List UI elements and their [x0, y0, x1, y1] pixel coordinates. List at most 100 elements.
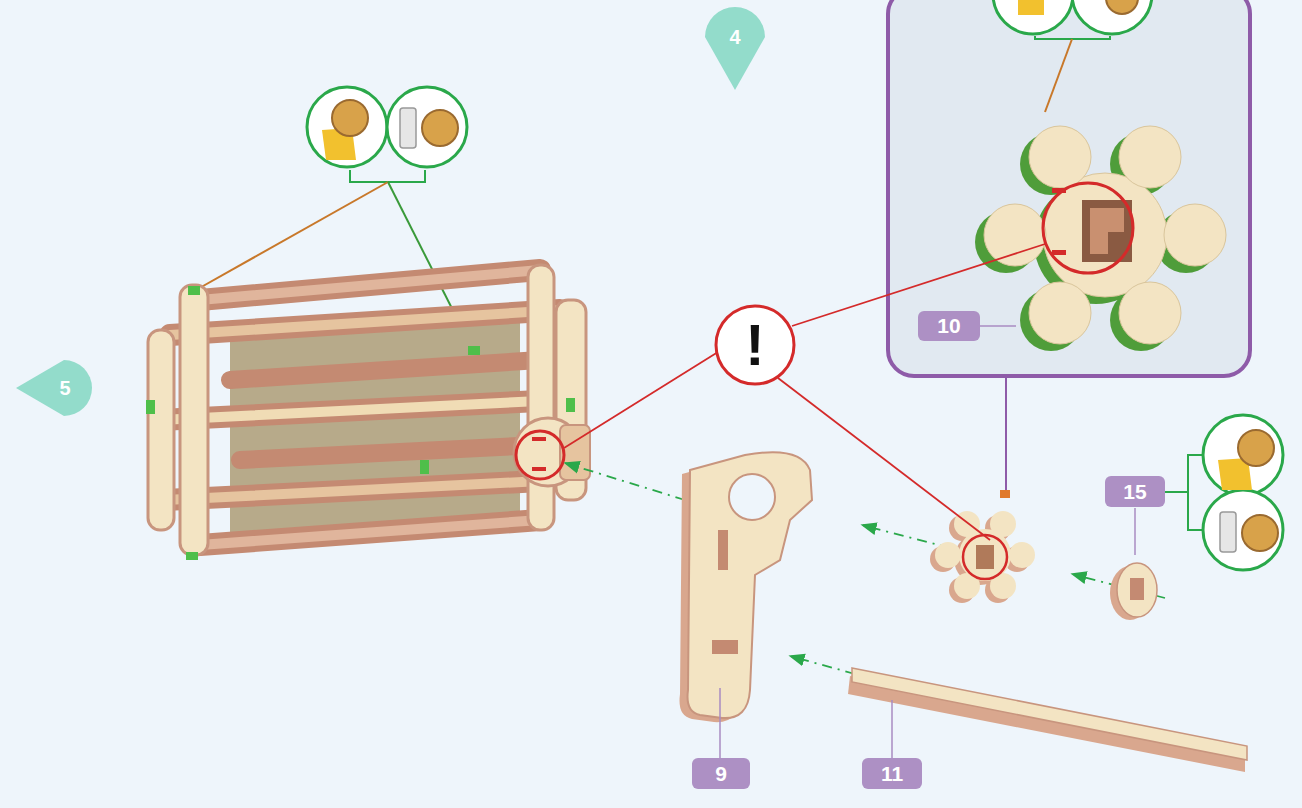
assembly-guide-arrow	[862, 525, 950, 548]
warning-symbol: !	[713, 303, 797, 387]
drum-assembly	[165, 480, 560, 500]
star-gear-detail	[984, 204, 1046, 266]
star-gear-detail	[1043, 183, 1133, 273]
drum-assembly	[170, 310, 560, 335]
hub-disk-part	[1130, 578, 1144, 600]
star-gear-part	[963, 535, 1007, 579]
star-gear-detail	[975, 126, 1226, 351]
glue-icon	[1220, 512, 1236, 552]
step-arrow-outline	[16, 360, 92, 416]
star-gear-detail	[1119, 126, 1181, 188]
star-gear-detail	[1029, 126, 1091, 188]
star-gear-part	[976, 545, 994, 569]
star-gear-detail	[1052, 188, 1066, 193]
star-gear-detail	[1164, 204, 1226, 266]
glue-icon	[1106, 0, 1138, 14]
part-number-text: 15	[1105, 476, 1165, 507]
side-plate-part	[719, 688, 721, 758]
drum-assembly	[200, 270, 540, 300]
side-plate-part	[718, 530, 728, 570]
glue-icon	[1045, 39, 1072, 112]
glue-icon	[307, 87, 387, 167]
warning-symbol-text: !	[713, 303, 797, 387]
star-gear-part	[935, 511, 1035, 599]
drum-assembly	[230, 360, 540, 380]
glue-icon	[993, 0, 1073, 34]
part-number-text: 10	[918, 311, 980, 341]
drum-assembly	[188, 286, 200, 295]
drum-assembly	[516, 431, 564, 479]
drum-assembly	[528, 265, 554, 530]
hub-disk-part	[1117, 563, 1157, 617]
star-gear-part	[1000, 490, 1010, 498]
part-number-text: 9	[692, 758, 750, 789]
side-plate-part	[688, 452, 813, 718]
star-gear-detail	[1043, 173, 1167, 297]
glue-icon	[1242, 515, 1278, 551]
drum-assembly	[532, 437, 546, 441]
assembly-guide-arrow	[565, 463, 685, 500]
glue-icon	[350, 170, 425, 182]
star-gear-part	[930, 376, 1035, 603]
drum-assembly	[146, 265, 590, 560]
drum-assembly	[532, 467, 546, 471]
step-arrow-outline	[12, 350, 96, 426]
handle-stick-part	[891, 700, 893, 758]
drum-assembly	[420, 460, 429, 474]
part-number: 11	[862, 758, 922, 789]
warning-leader	[564, 244, 1045, 540]
star-gear-part	[990, 511, 1016, 537]
star-gear-detail	[1052, 250, 1066, 255]
drum-assembly	[200, 270, 540, 300]
handle-stick-part	[852, 668, 1247, 760]
drum-assembly	[566, 398, 575, 412]
side-plate-part	[680, 452, 813, 758]
step-arrow: 4	[699, 4, 773, 94]
step-arrow: 5	[12, 350, 96, 426]
glue-icon	[993, 0, 1152, 112]
star-gear-part	[935, 542, 961, 568]
drum-assembly	[148, 330, 174, 530]
warning-leader	[564, 352, 718, 448]
leader-line	[980, 325, 1016, 327]
drum-assembly	[160, 400, 560, 420]
glue-icon	[1165, 491, 1188, 493]
hub-disk-part	[1110, 508, 1157, 620]
drum-assembly	[186, 552, 198, 560]
glue-icon	[422, 110, 458, 146]
hub-disk-part	[1134, 508, 1136, 555]
part-number: 10	[918, 311, 980, 341]
drum-assembly	[170, 310, 560, 335]
side-plate-part	[712, 640, 738, 654]
step-arrow-text: 4	[715, 22, 755, 52]
drum-assembly	[160, 270, 560, 545]
glue-icon	[1203, 415, 1283, 495]
glue-icon	[1203, 490, 1283, 570]
detail-panel	[888, 0, 1250, 376]
part-number: 9	[692, 758, 750, 789]
glue-icon	[1018, 0, 1044, 15]
star-gear-detail	[984, 126, 1226, 344]
star-gear-detail	[1090, 208, 1124, 254]
handle-stick-part	[848, 668, 1247, 772]
assembly-guide-arrow	[790, 656, 855, 674]
glue-icon	[1072, 0, 1152, 34]
glue-icon	[1188, 455, 1202, 530]
side-plate-part	[729, 474, 775, 520]
glue-icon	[332, 100, 368, 136]
drum-assembly	[146, 400, 155, 414]
assembly-guide-arrow	[565, 463, 1165, 674]
warning-leader	[778, 378, 990, 540]
step-arrow-outline	[699, 4, 773, 94]
detail-panel	[888, 0, 1250, 376]
part-number-text: 11	[862, 758, 922, 789]
star-gear-detail	[1119, 282, 1181, 344]
glue-icon	[1165, 415, 1283, 570]
step-arrow-outline	[705, 7, 765, 90]
drum-assembly	[180, 285, 208, 555]
star-gear-detail	[1029, 282, 1091, 344]
glue-icon	[1035, 36, 1110, 39]
star-gear-part	[1005, 376, 1007, 497]
glue-icon	[1238, 430, 1274, 466]
